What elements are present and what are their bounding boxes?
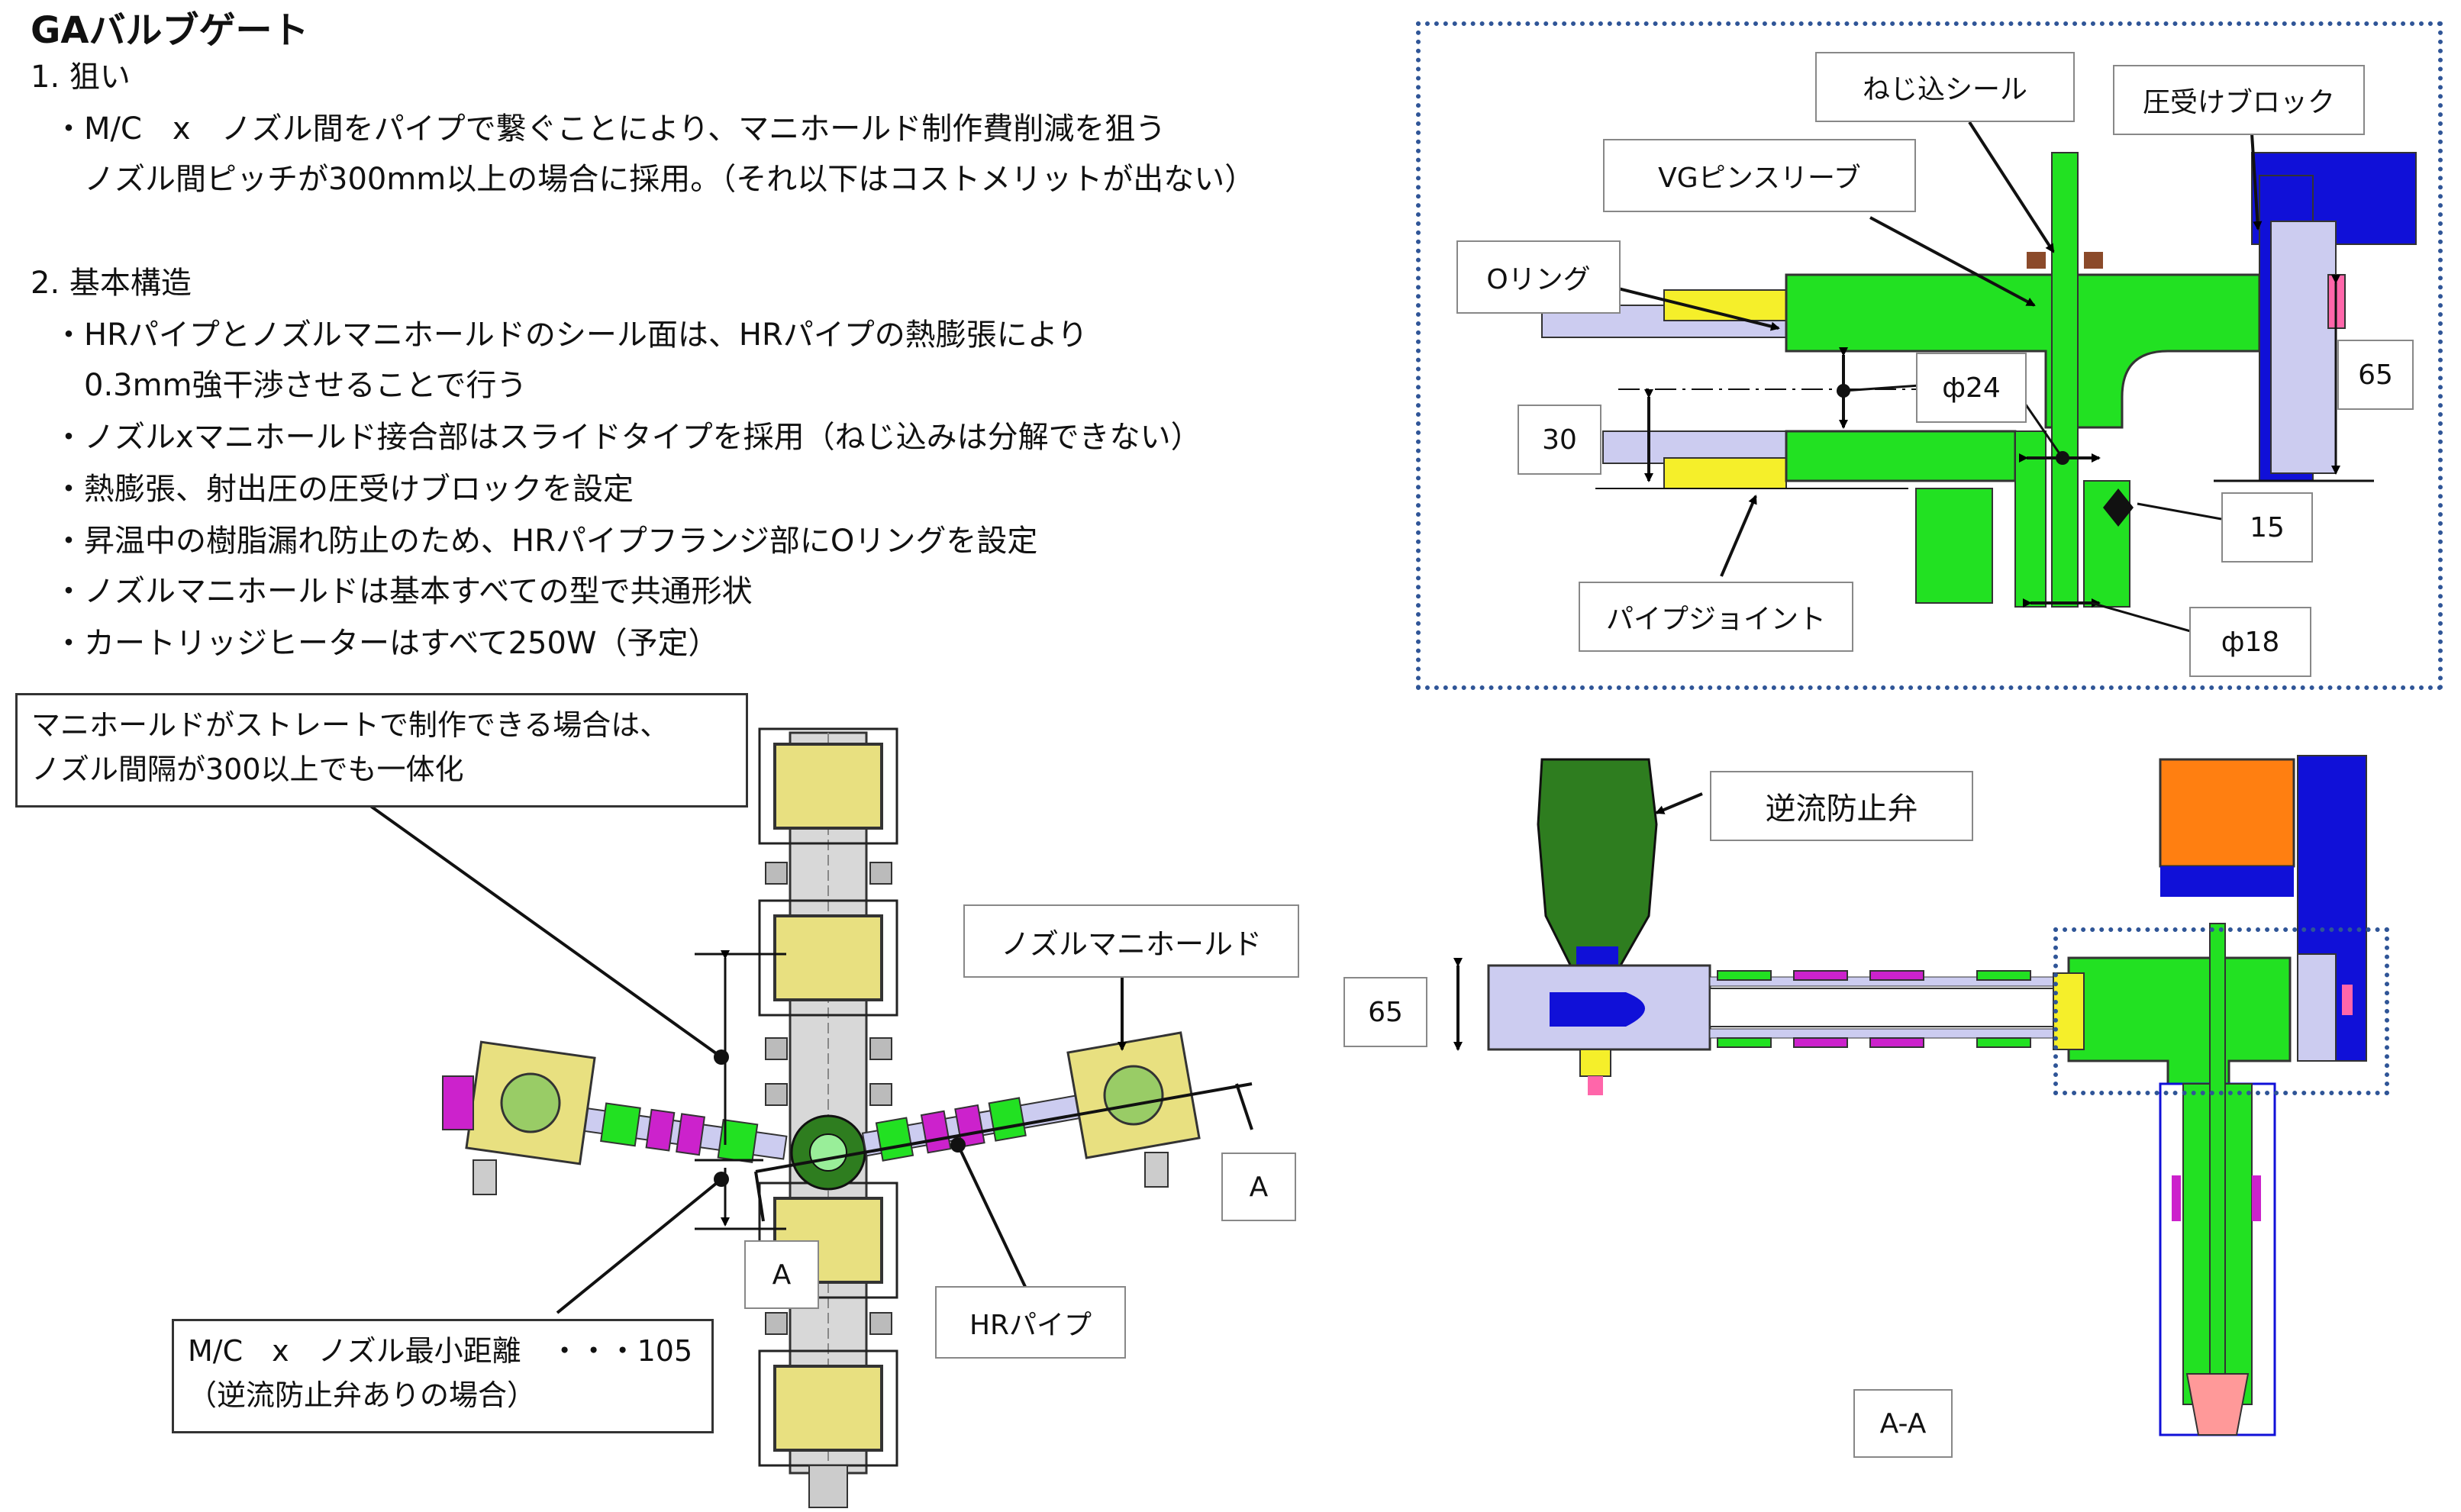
section2-line-3: ・ノズルxマニホールド接合部はスライドタイプを採用（ねじ込みは分解できない）: [53, 420, 1201, 455]
section-mark-left: A: [744, 1240, 819, 1309]
dim-65-label: 65: [2337, 340, 2414, 410]
page-title: GAバルブゲート: [31, 9, 309, 52]
dim-15-label: 15: [2221, 492, 2313, 563]
min-distance-box: M/C x ノズル最小距離 ・・・105 （逆流防止弁ありの場合）: [172, 1319, 714, 1433]
detail-view: [1541, 121, 2417, 635]
integrate-note-line-1: マニホールドがストレートで制作できる場合は、: [31, 708, 669, 742]
dim-30-label: 30: [1518, 405, 1601, 475]
phi24-label: ф24: [1916, 353, 2027, 423]
section2-line-2: 0.3mm強干渉させることで行う: [53, 368, 527, 403]
section2-line-6: ・ノズルマニホールドは基本すべての型で共通形状: [53, 574, 753, 609]
section2-line-5: ・昇温中の樹脂漏れ防止のため、HRパイプフランジ部にOリングを設定: [53, 524, 1038, 559]
section2-line-7: ・カートリッジヒーターはすべて250W（予定）: [53, 626, 719, 661]
integrate-note-line-2: ノズル間隔が300以上でも一体化: [31, 753, 464, 786]
vg-pin-sleeve-label: VGピンスリーブ: [1603, 139, 1916, 212]
section2-line-4: ・熱膨張、射出圧の圧受けブロックを設定: [53, 472, 634, 507]
pressure-block-label: 圧受けブロック: [2113, 65, 2365, 135]
section2-line-1: ・HRパイプとノズルマニホールドのシール面は、HRパイプの熱膨張により: [53, 318, 1088, 353]
section-dim-65-label: 65: [1343, 977, 1427, 1047]
check-valve-label: 逆流防止弁: [1710, 771, 1973, 841]
section2-heading: 2. 基本構造: [31, 266, 192, 301]
section-view: [1453, 755, 2367, 1436]
nozzle-manifold-label: ノズルマニホールド: [963, 904, 1299, 978]
min-distance-line-2: （逆流防止弁ありの場合）: [188, 1378, 537, 1412]
hr-pipe-label: HRパイプ: [935, 1286, 1126, 1359]
o-ring-label: Oリング: [1456, 240, 1621, 314]
section-detail-frame: [2053, 927, 2389, 1095]
min-distance-line-1: M/C x ノズル最小距離 ・・・105: [188, 1334, 693, 1368]
plan-view: [357, 727, 1253, 1508]
section1-heading: 1. 狙い: [31, 60, 131, 95]
pipe-joint-label: パイプジョイント: [1579, 582, 1853, 652]
section-aa-label: A-A: [1853, 1389, 1953, 1458]
section-mark-right: A: [1221, 1153, 1296, 1221]
integrate-note-box: マニホールドがストレートで制作できる場合は、 ノズル間隔が300以上でも一体化: [15, 693, 748, 808]
phi18-label: ф18: [2189, 607, 2311, 677]
screw-seal-label: ねじ込シール: [1815, 52, 2075, 122]
detail-frame: [1416, 21, 2443, 690]
section1-line-2: ノズル間ピッチが300mm以上の場合に採用。（それ以下はコストメリットが出ない）: [53, 162, 1256, 197]
section1-line-1: ・M/C x ノズル間をパイプで繋ぐことにより、マニホールド制作費削減を狙う: [53, 111, 1166, 147]
